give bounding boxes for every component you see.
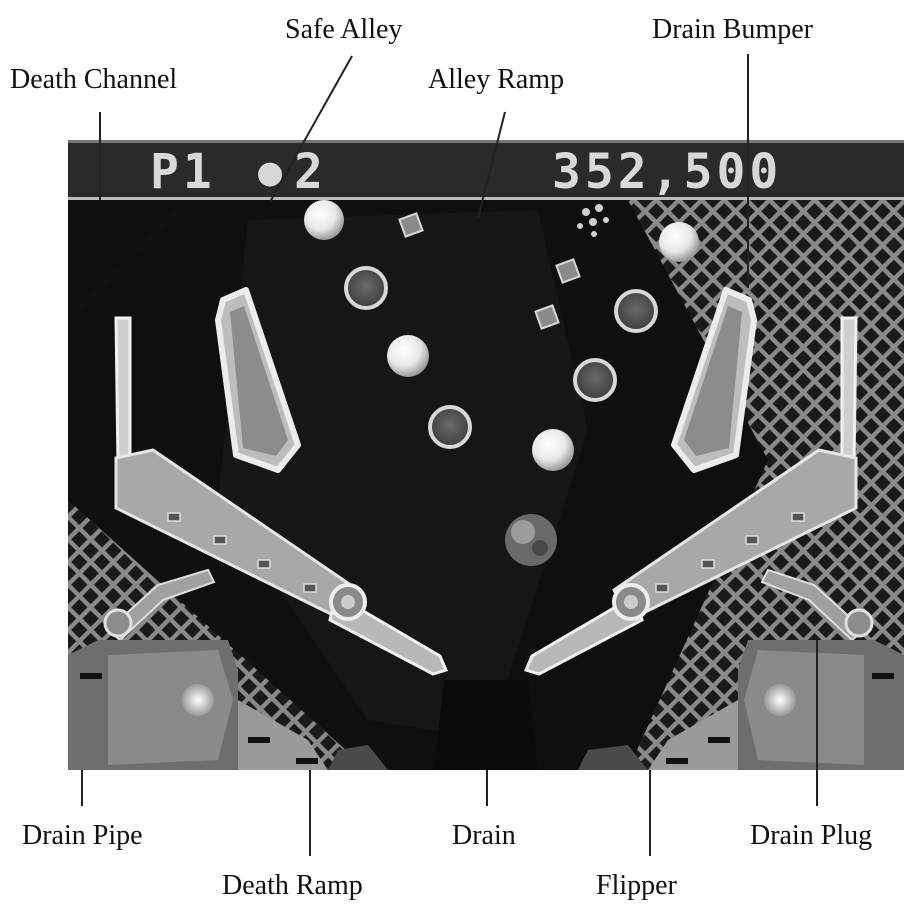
drop-target-2 (555, 258, 581, 284)
center-drain (434, 680, 538, 770)
drop-target-1 (398, 212, 424, 238)
drop-target-3 (534, 304, 560, 330)
pinball-playfield (68, 200, 904, 770)
label-flipper: Flipper (596, 870, 677, 901)
score-value: 352,500 (552, 144, 783, 200)
balls-remaining: 2 (294, 144, 327, 200)
bumper-light-2 (659, 222, 699, 262)
label-drain-pipe: Drain Pipe (22, 820, 143, 851)
left-drain-light (182, 684, 214, 716)
leader-safe-alley (269, 55, 353, 203)
right-drain-light (764, 684, 796, 716)
label-death-ramp: Death Ramp (222, 870, 363, 901)
label-alley-ramp: Alley Ramp (428, 64, 565, 95)
leader-alley-ramp (477, 111, 506, 219)
bumper-dark-2 (614, 289, 658, 333)
label-death-channel: Death Channel (10, 64, 178, 95)
bumper-dark-3 (573, 358, 617, 402)
label-safe-alley: Safe Alley (285, 14, 403, 45)
bumper-light-4 (532, 429, 574, 471)
bumper-dark-1 (344, 266, 388, 310)
sparkle (577, 204, 609, 237)
bumper-light-3 (387, 335, 429, 377)
label-drain: Drain (452, 820, 516, 851)
label-drain-plug: Drain Plug (750, 820, 873, 851)
player-indicator: P1 (150, 144, 216, 200)
bumper-light-1 (304, 200, 344, 240)
label-drain-bumper: Drain Bumper (652, 14, 813, 45)
bumper-dark-4 (428, 405, 472, 449)
